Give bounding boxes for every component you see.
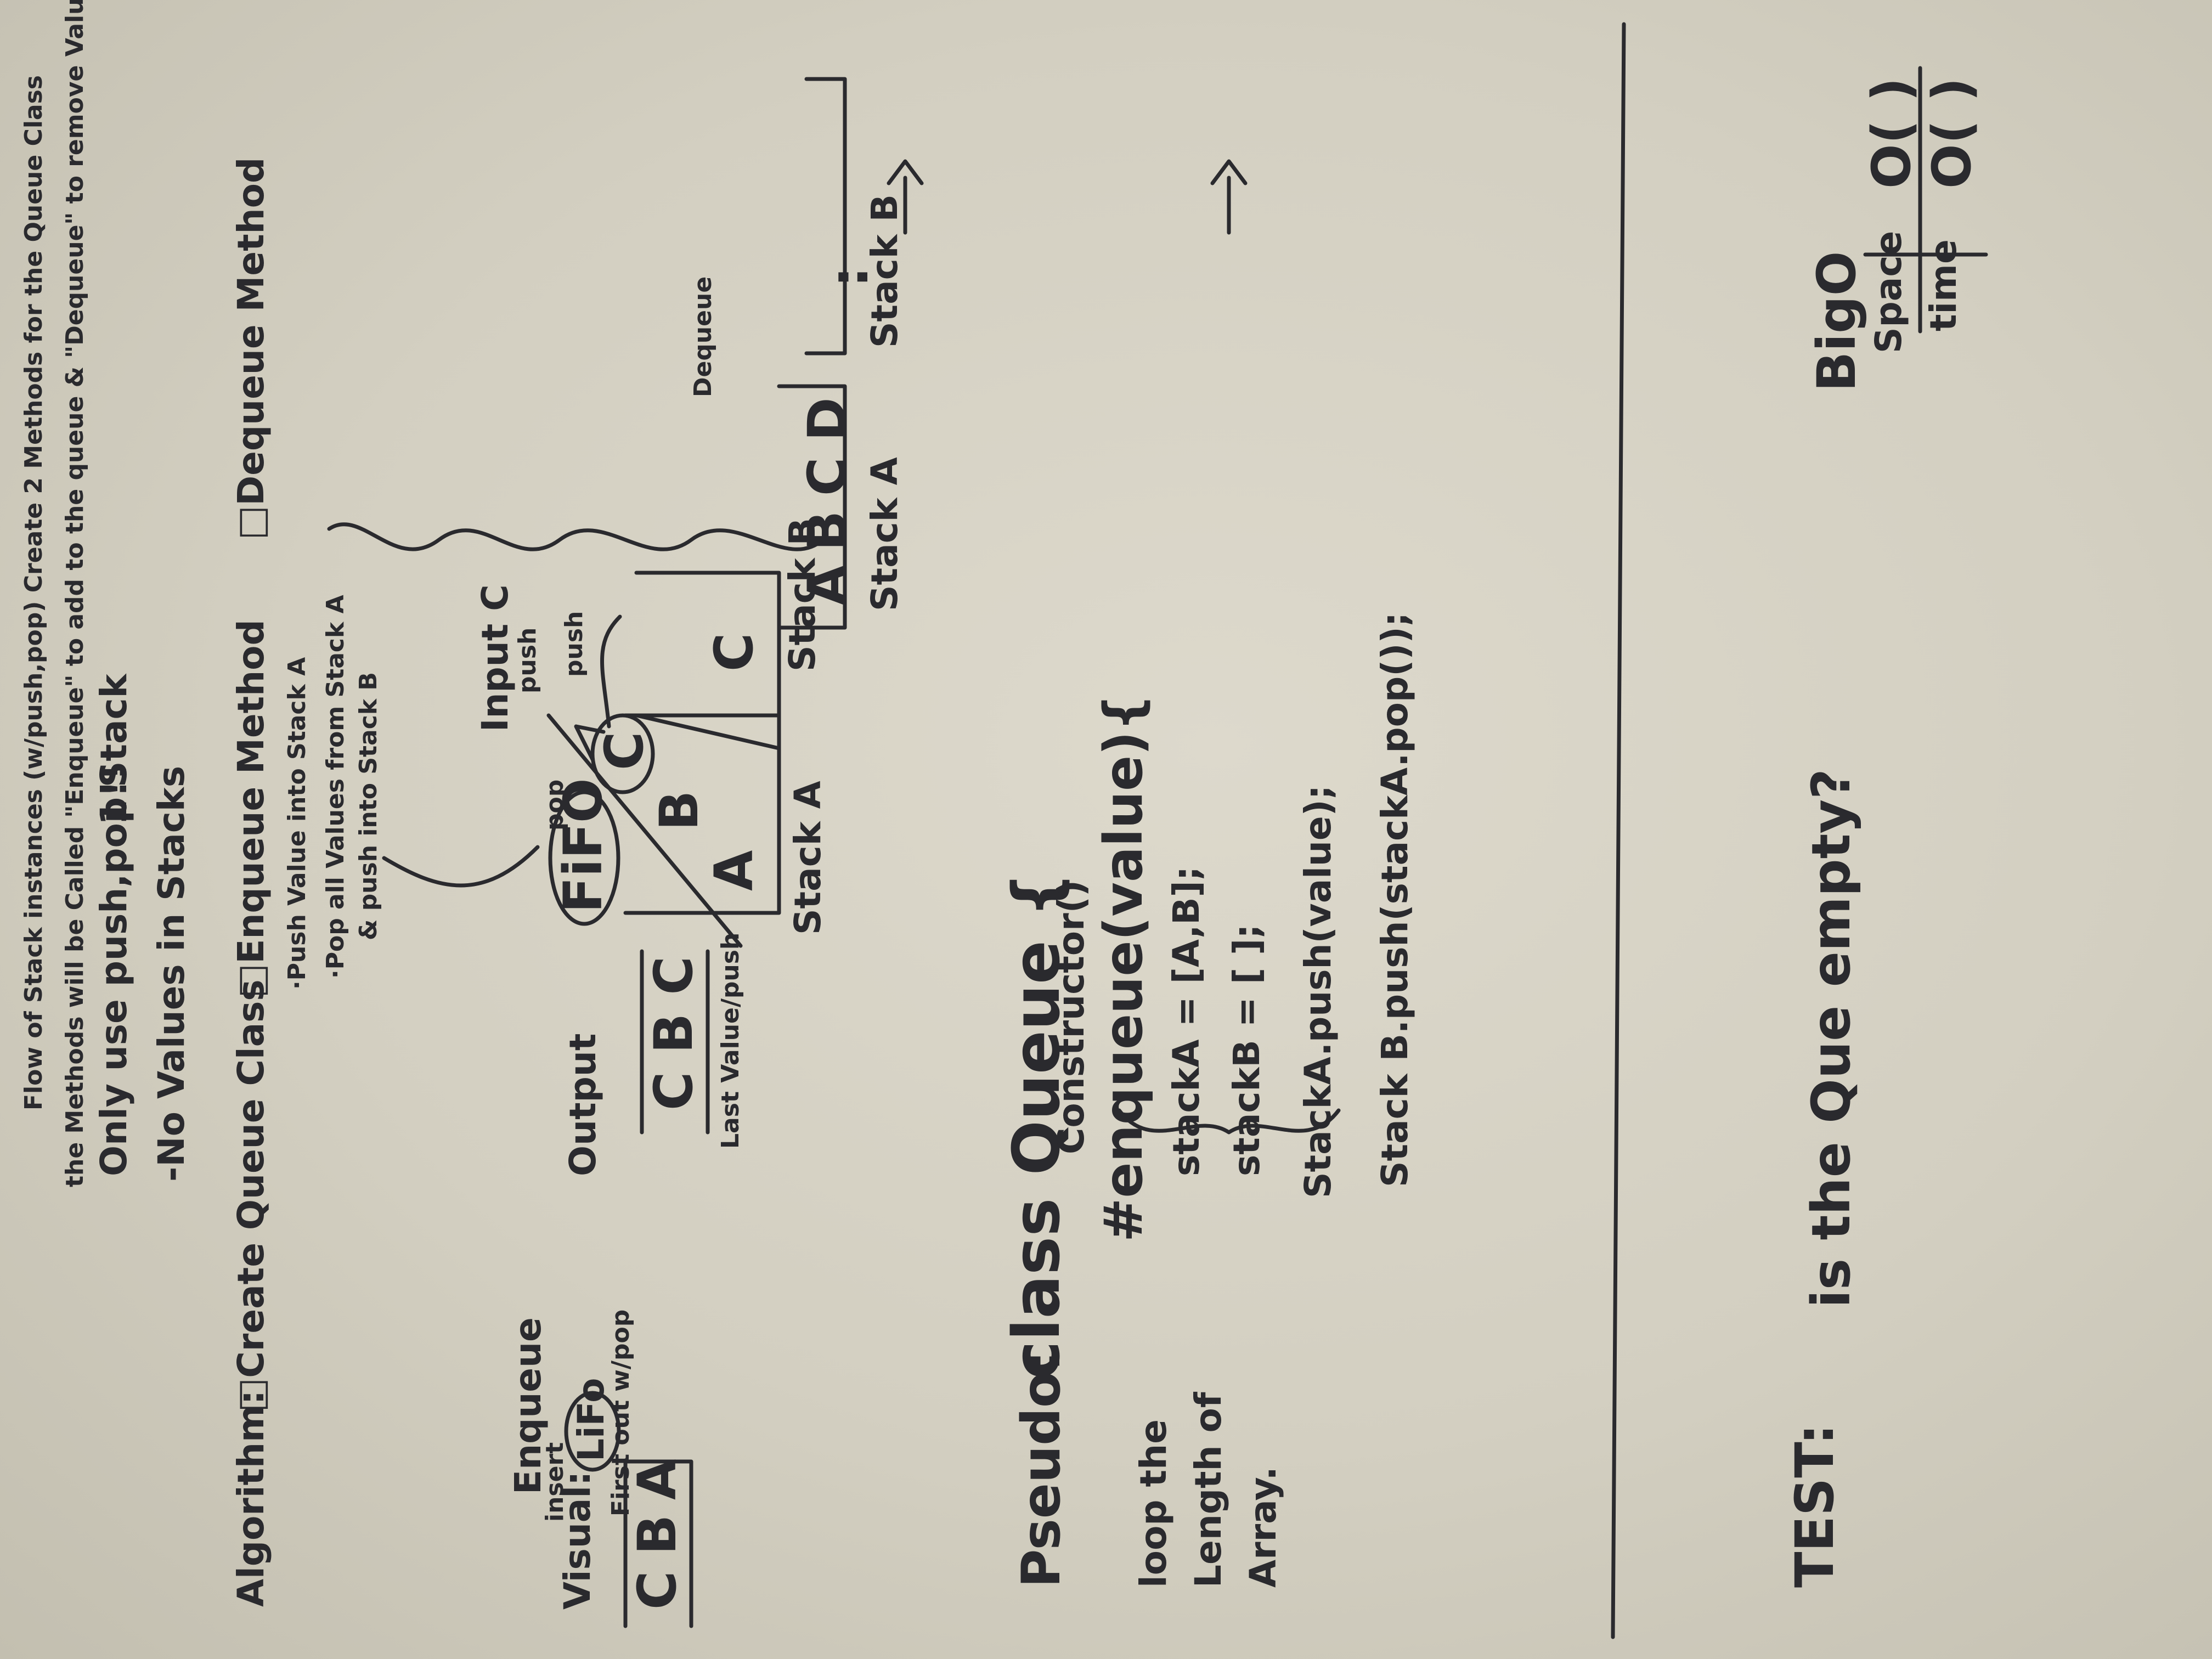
fifo-circle — [548, 790, 620, 926]
pseudo-brace — [1117, 1108, 1341, 1135]
output-lines — [640, 949, 710, 1135]
dq-arrow-b — [1210, 159, 1248, 235]
push-curve-arrow — [600, 614, 622, 729]
dq-arrow-a — [887, 159, 924, 235]
stack-b-outline — [634, 571, 781, 751]
lifo-stack-outline — [623, 1459, 693, 1628]
frame-line — [1611, 22, 1626, 1639]
algorithm-curve-arrow — [382, 845, 540, 888]
dq-stack-a-outline — [777, 384, 847, 630]
stack-a-outline — [623, 713, 781, 915]
divider-diagonal — [546, 713, 743, 948]
wavy-separator — [327, 522, 825, 551]
input-c-circle — [590, 713, 655, 794]
lifo-circle — [564, 1391, 621, 1472]
dq-stack-b-outline — [804, 77, 847, 356]
big-o-table — [1863, 66, 1988, 334]
input-arrow — [574, 724, 606, 761]
